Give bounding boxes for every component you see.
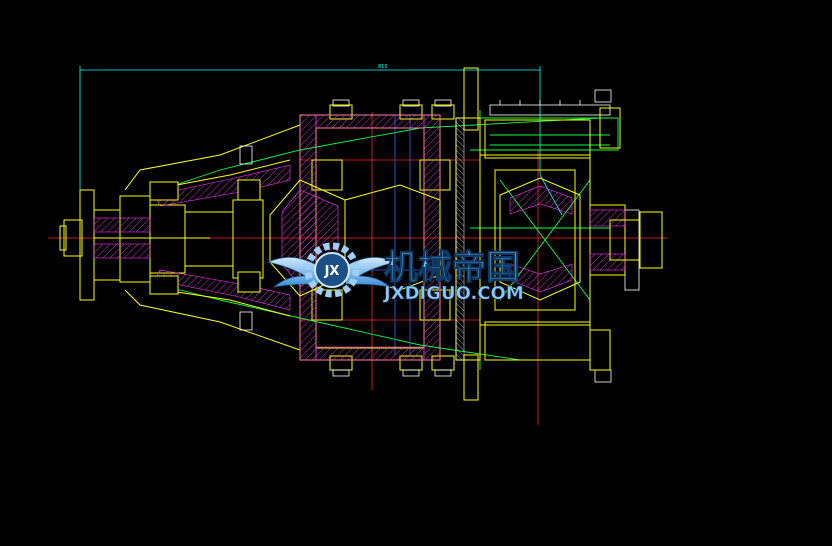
watermark-logo: JX 机械帝国 JXDIGUO.COM [266, 242, 524, 304]
cover-plate [489, 100, 611, 116]
output-hatch-top [589, 209, 626, 227]
housing-wall-top [315, 114, 425, 129]
site-name: JXDIGUO.COM [382, 283, 524, 304]
brand-name-cn: 机械帝国 [384, 248, 520, 288]
pinion-bearings [149, 179, 261, 295]
housing-wall-bottom [315, 346, 425, 361]
gear-icon [304, 242, 360, 298]
housing-wall-right [423, 114, 441, 361]
output-flange [609, 211, 663, 269]
plate-hatch [455, 117, 465, 361]
green-assembly-lines [159, 110, 619, 370]
right-carrier [479, 107, 626, 371]
housing-hatch-bottom [154, 269, 291, 311]
carrier-hatch-bottom [509, 263, 573, 293]
gear-text: JX [324, 264, 340, 279]
flange-hatch-bottom [93, 243, 151, 259]
dimension-label: 816 [378, 64, 388, 70]
flange-hatch-top [93, 217, 151, 233]
carrier-hatch-top [509, 185, 573, 215]
output-hatch-bottom [589, 253, 626, 271]
housing-hatch-top [154, 164, 291, 207]
